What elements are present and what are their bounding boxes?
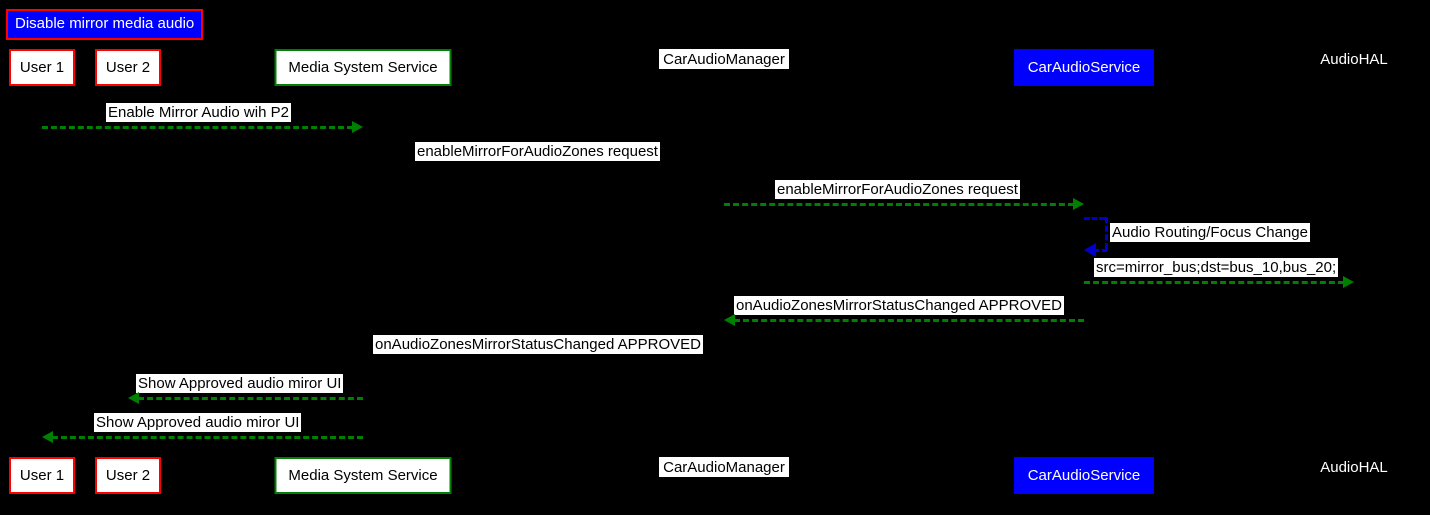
- self-message-top-m4: [1084, 217, 1105, 220]
- message-label-m9: Show Approved audio miror UI: [94, 413, 302, 432]
- message-arrowhead-m5: [1343, 276, 1354, 288]
- participant-car_audio_mgr-bottom[interactable]: CarAudioManager: [659, 457, 789, 477]
- participant-car_audio_mgr-top[interactable]: CarAudioManager: [659, 49, 789, 69]
- message-arrowhead-m8: [128, 392, 139, 404]
- lifeline-car_audio_mgr: [724, 86, 725, 458]
- participant-user1-bottom[interactable]: User 1: [9, 457, 75, 494]
- message-line-m8: [138, 397, 363, 400]
- message-line-m6: [734, 319, 1084, 322]
- participant-audio_hal-bottom[interactable]: AudioHAL: [1320, 458, 1388, 476]
- participant-media_service-top[interactable]: Media System Service: [274, 49, 452, 86]
- lifeline-user2: [128, 86, 129, 458]
- participant-car_audio_svc-bottom[interactable]: CarAudioService: [1014, 457, 1154, 494]
- message-line-m9: [52, 436, 363, 439]
- self-message-bottom-m4: [1094, 249, 1107, 252]
- message-label-m7: onAudioZonesMirrorStatusChanged APPROVED: [373, 335, 704, 354]
- diagram-title: Disable mirror media audio: [6, 9, 204, 40]
- participant-car_audio_svc-top[interactable]: CarAudioService: [1014, 49, 1154, 86]
- message-line-m1: [42, 126, 353, 129]
- message-label-m8: Show Approved audio miror UI: [136, 374, 344, 393]
- message-label-m1: Enable Mirror Audio wih P2: [106, 103, 291, 122]
- lifeline-user1: [42, 86, 43, 458]
- message-line-m3: [724, 203, 1074, 206]
- self-message-arrowhead-m4: [1084, 243, 1096, 257]
- participant-user2-top[interactable]: User 2: [95, 49, 161, 86]
- self-message-side-m4: [1105, 217, 1108, 249]
- participant-audio_hal-top[interactable]: AudioHAL: [1320, 50, 1388, 68]
- message-arrowhead-m3: [1073, 198, 1084, 210]
- message-label-m2: enableMirrorForAudioZones request: [415, 142, 660, 161]
- lifeline-media_service: [363, 86, 364, 458]
- message-line-m5: [1084, 281, 1344, 284]
- message-label-m6: onAudioZonesMirrorStatusChanged APPROVED: [734, 296, 1065, 315]
- message-arrowhead-m1: [352, 121, 363, 133]
- message-arrowhead-m9: [42, 431, 53, 443]
- participant-user2-bottom[interactable]: User 2: [95, 457, 161, 494]
- participant-user1-top[interactable]: User 1: [9, 49, 75, 86]
- message-label-m4: Audio Routing/Focus Change: [1110, 223, 1310, 242]
- participant-media_service-bottom[interactable]: Media System Service: [274, 457, 452, 494]
- lifeline-car_audio_svc: [1084, 86, 1085, 458]
- lifeline-audio_hal: [1354, 86, 1355, 458]
- message-arrowhead-m6: [724, 314, 735, 326]
- message-label-m5: src=mirror_bus;dst=bus_10,bus_20;: [1094, 258, 1339, 277]
- message-label-m3: enableMirrorForAudioZones request: [775, 180, 1020, 199]
